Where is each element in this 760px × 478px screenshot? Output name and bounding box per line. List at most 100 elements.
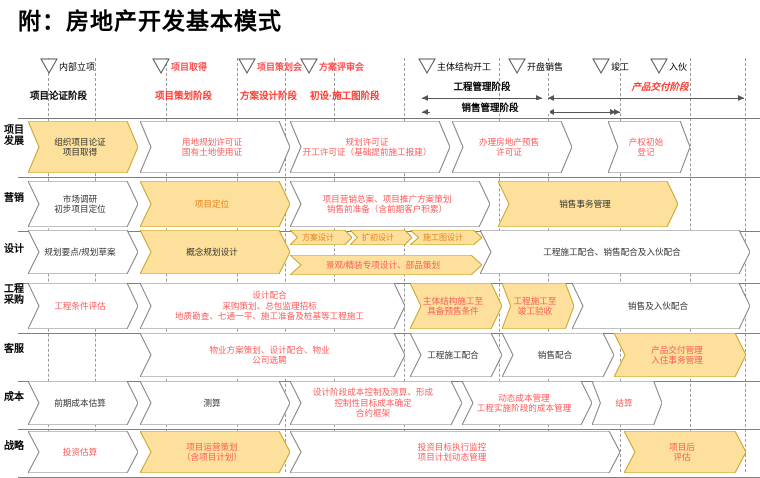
process-chevron[interactable]: 用地规划许可证 国有土地使用证 <box>140 121 290 173</box>
chevron-label: 用地规划许可证 国有土地使用证 <box>181 136 243 158</box>
chevron-label: 投资估算 <box>62 446 98 457</box>
row-label-6: 战略 <box>4 441 24 452</box>
gridline <box>745 58 746 472</box>
chevron-label: 产品交付管理 入住事务管理 <box>651 344 703 366</box>
process-chevron[interactable]: 设计阶段成本控制及测算、形成 控制性目标成本确定 合约框架 <box>290 381 462 425</box>
header-divider <box>18 118 760 119</box>
row-label-3: 工程采购 <box>4 284 24 306</box>
process-chevron[interactable]: 扩初设计 <box>350 230 412 245</box>
chevron-label: 概念规划设计 <box>186 246 238 257</box>
milestone-label: 项目取得 <box>171 62 208 72</box>
chevron-label: 组织项目论证 项目取得 <box>54 136 106 158</box>
chevron-label: 市场调研 初步项目定位 <box>54 193 106 215</box>
process-chevron[interactable]: 设计配合 采购策划、总包监理招标 地质勘查、七通一平、施工准备及桩基等工程施工 <box>140 283 405 329</box>
chevron-label: 销售配合 <box>537 349 573 360</box>
milestone-marker: 开盘销售 <box>508 58 563 79</box>
row-divider <box>18 429 760 430</box>
chevron-label: 项目定位 <box>194 198 230 209</box>
chevron-label: 前期成本估算 <box>54 397 106 408</box>
milestone-label: 项目策划会 <box>257 62 303 72</box>
phase-label: 项目策划阶段 <box>155 91 213 102</box>
process-chevron[interactable]: 概念规划设计 <box>140 230 290 274</box>
process-chevron[interactable]: 工程施工配合、销售配合及入伙配合 <box>480 230 750 274</box>
chevron-label: 物业方案策划、设计配合、物业 公司选聘 <box>209 344 330 366</box>
chevron-label: 结算 <box>615 397 633 408</box>
chevron-label: 销售事务管理 <box>559 198 611 209</box>
milestone-label: 方案评审会 <box>319 62 365 72</box>
process-chevron[interactable]: 规划要点/规划草案 <box>28 230 138 274</box>
process-chevron[interactable]: 工程施工至 竣工验收 <box>502 283 574 329</box>
process-chevron[interactable]: 工程施工配合 <box>410 333 502 377</box>
process-chevron[interactable]: 景观/精装专项设计、部品策划 <box>290 255 482 275</box>
bracket-label-sales: 销售管理阶段 <box>430 100 550 114</box>
process-chevron[interactable]: 产品交付管理 入住事务管理 <box>614 333 746 377</box>
chevron-label: 方案设计 <box>302 233 334 242</box>
process-chevron[interactable]: 工程条件评估 <box>28 283 138 329</box>
process-chevron[interactable]: 市场调研 初步项目定位 <box>28 181 138 227</box>
bracket-engineering-management <box>422 92 542 104</box>
milestone-marker: 主体结构开工 <box>418 58 491 79</box>
bracket-completion-to-handover <box>548 106 620 118</box>
process-chevron[interactable]: 物业方案策划、设计配合、物业 公司选聘 <box>140 333 405 377</box>
process-chevron[interactable]: 动态成本管理 工程实施阶段的成本管理 <box>462 381 592 425</box>
chevron-label: 规划许可证 开工许可证（基础提前施工报建） <box>302 136 432 158</box>
row-divider <box>18 177 760 178</box>
process-chevron[interactable]: 主体结构施工至 具备预售条件 <box>410 283 502 329</box>
bracket-product-delivery <box>548 92 744 104</box>
process-chevron[interactable]: 施工图设计 <box>410 230 482 245</box>
process-chevron[interactable]: 销售及入伙配合 <box>572 283 750 329</box>
triangle-icon <box>238 58 256 78</box>
chevron-label: 工程施工配合、销售配合及入伙配合 <box>543 246 681 257</box>
triangle-icon <box>592 58 610 78</box>
milestone-label: 入伙 <box>669 62 688 72</box>
process-chevron[interactable]: 项目营销总案、项目推广方案策划 销售前准备（含前期客户积累） <box>290 181 490 227</box>
phase-label: 初设·施工图阶段 <box>310 91 380 102</box>
phase-label: 方案设计阶段 <box>240 91 298 102</box>
chevron-label: 办理房地产预售 许可证 <box>478 136 540 158</box>
row-label-5: 成本 <box>4 392 24 403</box>
triangle-icon <box>508 58 526 78</box>
milestone-marker: 内部立项 <box>40 58 95 79</box>
process-chevron[interactable]: 项目定位 <box>140 181 290 227</box>
milestone-label: 开盘销售 <box>527 62 564 72</box>
bracket-label-engineering: 工程管理阶段 <box>453 82 511 93</box>
process-chevron[interactable]: 前期成本估算 <box>28 381 138 425</box>
process-chevron[interactable]: 办理房地产预售 许可证 <box>452 121 572 173</box>
milestone-marker: 竣工 <box>592 58 629 79</box>
process-chevron[interactable]: 测算 <box>140 381 290 425</box>
milestone-label: 内部立项 <box>59 62 96 72</box>
chevron-label: 项目运营策划 （含项目计划） <box>181 441 243 463</box>
bracket-label-delivery: 产品交付阶段 <box>631 82 689 93</box>
process-chevron[interactable]: 投资目标执行监控 项目计划动态管理 <box>290 431 620 473</box>
chevron-label: 主体结构施工至 具备预售条件 <box>422 295 484 317</box>
triangle-icon <box>40 58 58 78</box>
process-chevron[interactable]: 结算 <box>592 381 662 425</box>
process-chevron[interactable]: 方案设计 <box>290 230 352 245</box>
triangle-icon <box>152 58 170 78</box>
chevron-label: 工程条件评估 <box>54 300 106 311</box>
chevron-label: 设计阶段成本控制及测算、形成 控制性目标成本确定 合约框架 <box>312 387 434 419</box>
milestone-marker: 方案评审会 <box>300 58 364 79</box>
chevron-label: 销售及入伙配合 <box>627 300 689 311</box>
process-chevron[interactable]: 项目后 评估 <box>624 431 746 473</box>
triangle-icon <box>418 58 436 78</box>
chevron-label: 景观/精装专项设计、部品策划 <box>325 259 441 270</box>
process-chevron[interactable]: 产权初始 登记 <box>608 121 690 173</box>
row-label-1: 营销 <box>4 193 24 204</box>
process-chevron[interactable]: 投资估算 <box>28 431 138 473</box>
process-chevron[interactable]: 项目运营策划 （含项目计划） <box>140 431 290 473</box>
process-chevron[interactable]: 销售配合 <box>502 333 614 377</box>
page-title: 附：房地产开发基本模式 <box>18 8 282 34</box>
chevron-label: 施工图设计 <box>423 233 463 242</box>
row-label-4: 客服 <box>4 344 24 355</box>
chevron-label: 项目后 评估 <box>669 441 695 463</box>
milestone-marker: 项目取得 <box>152 58 207 79</box>
chevron-label: 动态成本管理 工程实施阶段的成本管理 <box>476 392 572 414</box>
chevron-label: 扩初设计 <box>362 233 394 242</box>
chevron-label: 工程施工配合 <box>427 349 479 360</box>
process-chevron[interactable]: 规划许可证 开工许可证（基础提前施工报建） <box>290 121 450 173</box>
chevron-label: 投资目标执行监控 项目计划动态管理 <box>417 441 487 463</box>
chevron-label: 产权初始 登记 <box>628 136 664 158</box>
process-chevron[interactable]: 组织项目论证 项目取得 <box>28 121 138 173</box>
process-chevron[interactable]: 销售事务管理 <box>498 181 678 227</box>
